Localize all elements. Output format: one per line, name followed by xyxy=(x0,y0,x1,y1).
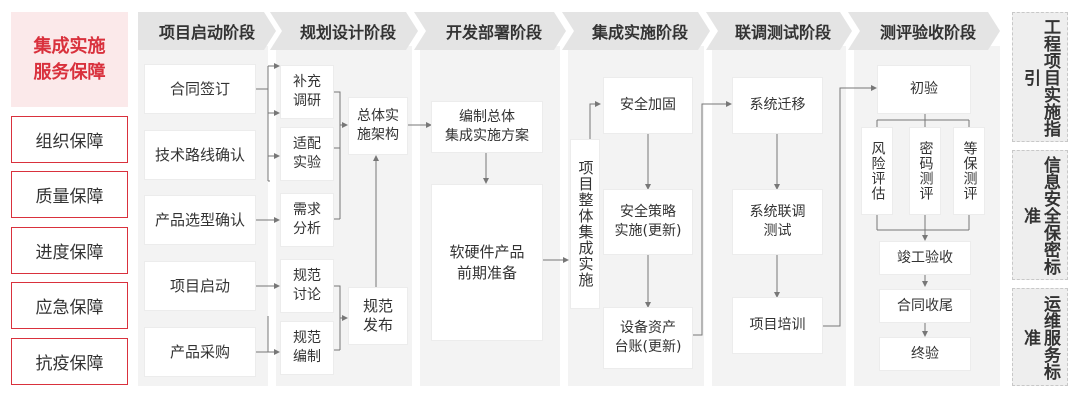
right-item-security-standard: 信息安全保密标准 xyxy=(1012,150,1068,280)
phase-header-planning: 规划设计阶段 xyxy=(270,12,418,50)
phase-header-acceptance: 测评验收阶段 xyxy=(848,12,1000,50)
node-adaptation-experiment: 适配 实验 xyxy=(281,128,333,180)
node-hardware-software-prep: 软硬件产品 前期准备 xyxy=(432,185,542,340)
node-crypto-evaluation: 密码测评 xyxy=(910,128,940,214)
node-requirement-analysis: 需求 分析 xyxy=(281,194,333,246)
left-item-organization: 组织保障 xyxy=(11,116,128,163)
left-title-box: 集成实施 服务保障 xyxy=(11,12,128,107)
node-integration-plan: 编制总体 集成实施方案 xyxy=(432,102,542,152)
node-overall-integration: 项目整体集成实施 xyxy=(571,140,599,308)
phase-header-project-start: 项目启动阶段 xyxy=(138,12,276,50)
node-overall-architecture: 总体实 施架构 xyxy=(349,98,407,154)
node-level-protection-evaluation: 等保测评 xyxy=(954,128,984,214)
node-product-selection: 产品选型确认 xyxy=(145,196,255,244)
node-system-migration: 系统迁移 xyxy=(733,78,822,133)
node-tech-route-confirm: 技术路线确认 xyxy=(145,131,255,179)
node-preliminary-acceptance: 初验 xyxy=(878,66,970,113)
right-item-implementation-guide: 工程项目实施指引 xyxy=(1012,12,1068,142)
phase-header-testing: 联调测试阶段 xyxy=(706,12,852,50)
node-project-training: 项目培训 xyxy=(733,298,822,353)
phase-header-integration: 集成实施阶段 xyxy=(562,12,710,50)
right-item-ops-standard: 运维服务标准 xyxy=(1012,288,1068,386)
node-completion-acceptance: 竣工验收 xyxy=(880,242,970,274)
left-item-quality: 质量保障 xyxy=(11,171,128,218)
node-norm-compilation: 规范 编制 xyxy=(281,322,333,374)
node-contract-closing: 合同收尾 xyxy=(880,290,970,322)
node-security-hardening: 安全加固 xyxy=(604,78,692,133)
node-joint-testing: 系统联调 测试 xyxy=(733,190,822,254)
node-supplementary-research: 补充 调研 xyxy=(281,66,333,118)
node-final-acceptance: 终验 xyxy=(880,338,970,370)
left-item-schedule: 进度保障 xyxy=(11,227,128,274)
node-asset-ledger: 设备资产 台账(更新) xyxy=(604,308,692,368)
left-item-epidemic: 抗疫保障 xyxy=(11,338,128,385)
left-item-emergency: 应急保障 xyxy=(11,282,128,329)
phase-header-development: 开发部署阶段 xyxy=(414,12,566,50)
left-title: 集成实施 服务保障 xyxy=(33,35,106,83)
node-norm-discussion: 规范 讨论 xyxy=(281,260,333,312)
node-project-kickoff: 项目启动 xyxy=(145,262,255,310)
node-risk-assessment: 风险评估 xyxy=(862,128,892,214)
node-contract-signing: 合同签订 xyxy=(145,65,255,113)
node-product-purchase: 产品采购 xyxy=(145,328,255,376)
node-security-policy: 安全策略 实施(更新) xyxy=(604,190,692,254)
node-norm-publish: 规范 发布 xyxy=(349,288,407,344)
